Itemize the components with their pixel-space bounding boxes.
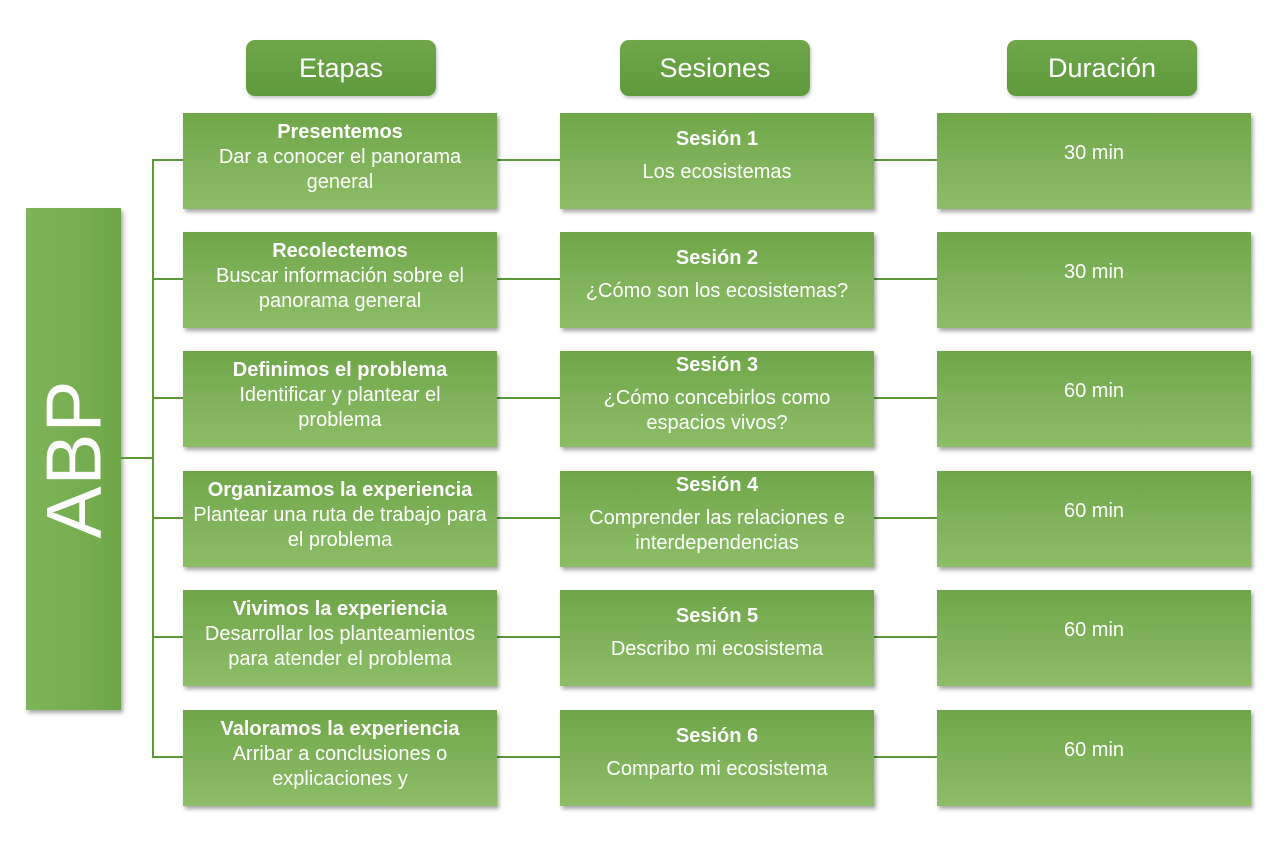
connector-sesion-duracion xyxy=(874,159,937,161)
duracion-value: 30 min xyxy=(1063,260,1125,283)
duracion-value: 30 min xyxy=(1063,141,1125,164)
etapa-box: Recolectemos Buscar información sobre el… xyxy=(183,232,497,328)
etapa-title: Vivimos la experiencia xyxy=(232,598,448,620)
sesion-title: Sesión 3 xyxy=(675,353,759,376)
duracion-box: 60 min xyxy=(937,351,1251,447)
sesion-box: Sesión 4 Comprender las relaciones e int… xyxy=(560,471,874,567)
connector-branch xyxy=(152,278,183,280)
duracion-value: 60 min xyxy=(1063,618,1125,641)
connector-branch xyxy=(152,517,183,519)
connector-etapa-sesion xyxy=(497,756,560,758)
duracion-box: 60 min xyxy=(937,590,1251,686)
connector-etapa-sesion xyxy=(497,636,560,638)
etapa-box: Vivimos la experiencia Desarrollar los p… xyxy=(183,590,497,686)
duracion-box: 30 min xyxy=(937,232,1251,328)
sesion-title: Sesión 1 xyxy=(675,128,759,150)
duracion-box: 60 min xyxy=(937,710,1251,806)
connector-sesion-duracion xyxy=(874,397,937,399)
connector-branch xyxy=(152,397,183,399)
etapa-description: Buscar información sobre el panorama gen… xyxy=(216,265,464,312)
sesion-box: Sesión 6 Comparto mi ecosistema xyxy=(560,710,874,806)
etapa-title: Recolectemos xyxy=(272,240,408,262)
connector-etapa-sesion xyxy=(497,159,560,161)
duracion-value: 60 min xyxy=(1063,738,1125,761)
connector-branch xyxy=(152,636,183,638)
header-duracion: Duración xyxy=(1007,40,1197,96)
sesion-description: Describo mi ecosistema xyxy=(610,638,824,660)
duracion-box: 60 min xyxy=(937,471,1251,567)
sesion-box: Sesión 2 ¿Cómo son los ecosistemas? xyxy=(560,232,874,328)
connector-etapa-sesion xyxy=(497,278,560,280)
connector-root xyxy=(121,457,153,459)
etapa-description: Plantear una ruta de trabajo para el pro… xyxy=(193,504,487,551)
duracion-box: 30 min xyxy=(937,113,1251,209)
connector-etapa-sesion xyxy=(497,397,560,399)
abp-root-box: ABP xyxy=(26,208,121,710)
etapa-description: Identificar y plantear el problema xyxy=(239,384,441,431)
etapa-box: Presentemos Dar a conocer el panorama ge… xyxy=(183,113,497,209)
duracion-value: 60 min xyxy=(1063,499,1125,522)
connector-branch xyxy=(152,159,183,161)
sesion-title: Sesión 5 xyxy=(675,605,759,627)
etapa-description: Desarrollar los planteamientos para aten… xyxy=(204,623,476,670)
sesion-description: Los ecosistemas xyxy=(642,161,792,183)
connector-trunk xyxy=(152,159,154,758)
etapa-description: Arribar a conclusiones o explicaciones y xyxy=(232,743,448,790)
sesion-description: ¿Cómo son los ecosistemas? xyxy=(585,280,849,302)
etapa-box: Definimos el problema Identificar y plan… xyxy=(183,351,497,447)
header-sesiones: Sesiones xyxy=(620,40,810,96)
connector-sesion-duracion xyxy=(874,278,937,280)
sesion-box: Sesión 3 ¿Cómo concebirlos como espacios… xyxy=(560,351,874,447)
connector-sesion-duracion xyxy=(874,636,937,638)
sesion-description: Comparto mi ecosistema xyxy=(606,758,828,780)
connector-branch xyxy=(152,756,183,758)
etapa-box: Organizamos la experiencia Plantear una … xyxy=(183,471,497,567)
header-etapas: Etapas xyxy=(246,40,436,96)
sesion-description: ¿Cómo concebirlos como espacios vivos? xyxy=(603,386,831,434)
sesion-box: Sesión 5 Describo mi ecosistema xyxy=(560,590,874,686)
etapa-title: Valoramos la experiencia xyxy=(220,718,460,740)
sesion-description: Comprender las relaciones e interdepende… xyxy=(589,506,845,554)
etapa-title: Definimos el problema xyxy=(232,359,448,381)
connector-etapa-sesion xyxy=(497,517,560,519)
connector-sesion-duracion xyxy=(874,517,937,519)
sesion-box: Sesión 1 Los ecosistemas xyxy=(560,113,874,209)
sesion-title: Sesión 6 xyxy=(675,725,759,747)
etapa-title: Organizamos la experiencia xyxy=(207,479,473,501)
sesion-title: Sesión 2 xyxy=(675,247,759,269)
sesion-title: Sesión 4 xyxy=(675,473,759,496)
etapa-description: Dar a conocer el panorama general xyxy=(218,146,462,193)
abp-label: ABP xyxy=(29,379,117,539)
duracion-value: 60 min xyxy=(1063,379,1125,402)
connector-sesion-duracion xyxy=(874,756,937,758)
etapa-title: Presentemos xyxy=(277,121,403,143)
etapa-box: Valoramos la experiencia Arribar a concl… xyxy=(183,710,497,806)
